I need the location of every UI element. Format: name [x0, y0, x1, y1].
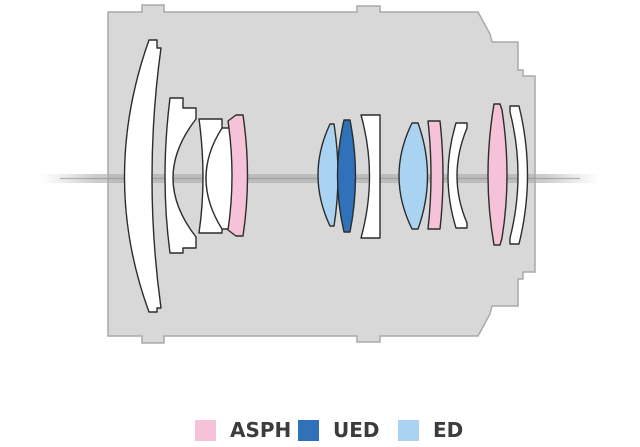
lens-element-12-asph — [487, 103, 508, 246]
legend-swatch-ued — [298, 419, 319, 441]
legend-item-asph: ASPH — [195, 418, 291, 442]
legend-label-ued: UED — [333, 418, 380, 442]
legend-item-ued: UED — [298, 418, 380, 442]
legend: ASPH UED ED — [0, 418, 640, 442]
legend-label-asph: ASPH — [230, 418, 292, 442]
legend-item-ed: ED — [398, 418, 463, 442]
lens-element-5-asph — [227, 114, 249, 237]
legend-label-ed: ED — [433, 418, 464, 442]
lens-element-7-ued — [336, 119, 357, 233]
legend-swatch-ed — [398, 419, 419, 441]
lens-element-6-ed — [317, 123, 339, 227]
lens-element-8 — [360, 114, 381, 239]
lens-element-2 — [164, 97, 197, 254]
lens-element-10-asph — [427, 120, 444, 230]
legend-swatch-asph — [195, 419, 216, 441]
lens-element-1 — [123, 39, 162, 313]
lens-element-9-ed — [398, 122, 429, 230]
lens-element-13 — [509, 105, 529, 245]
lens-element-11 — [447, 122, 468, 229]
